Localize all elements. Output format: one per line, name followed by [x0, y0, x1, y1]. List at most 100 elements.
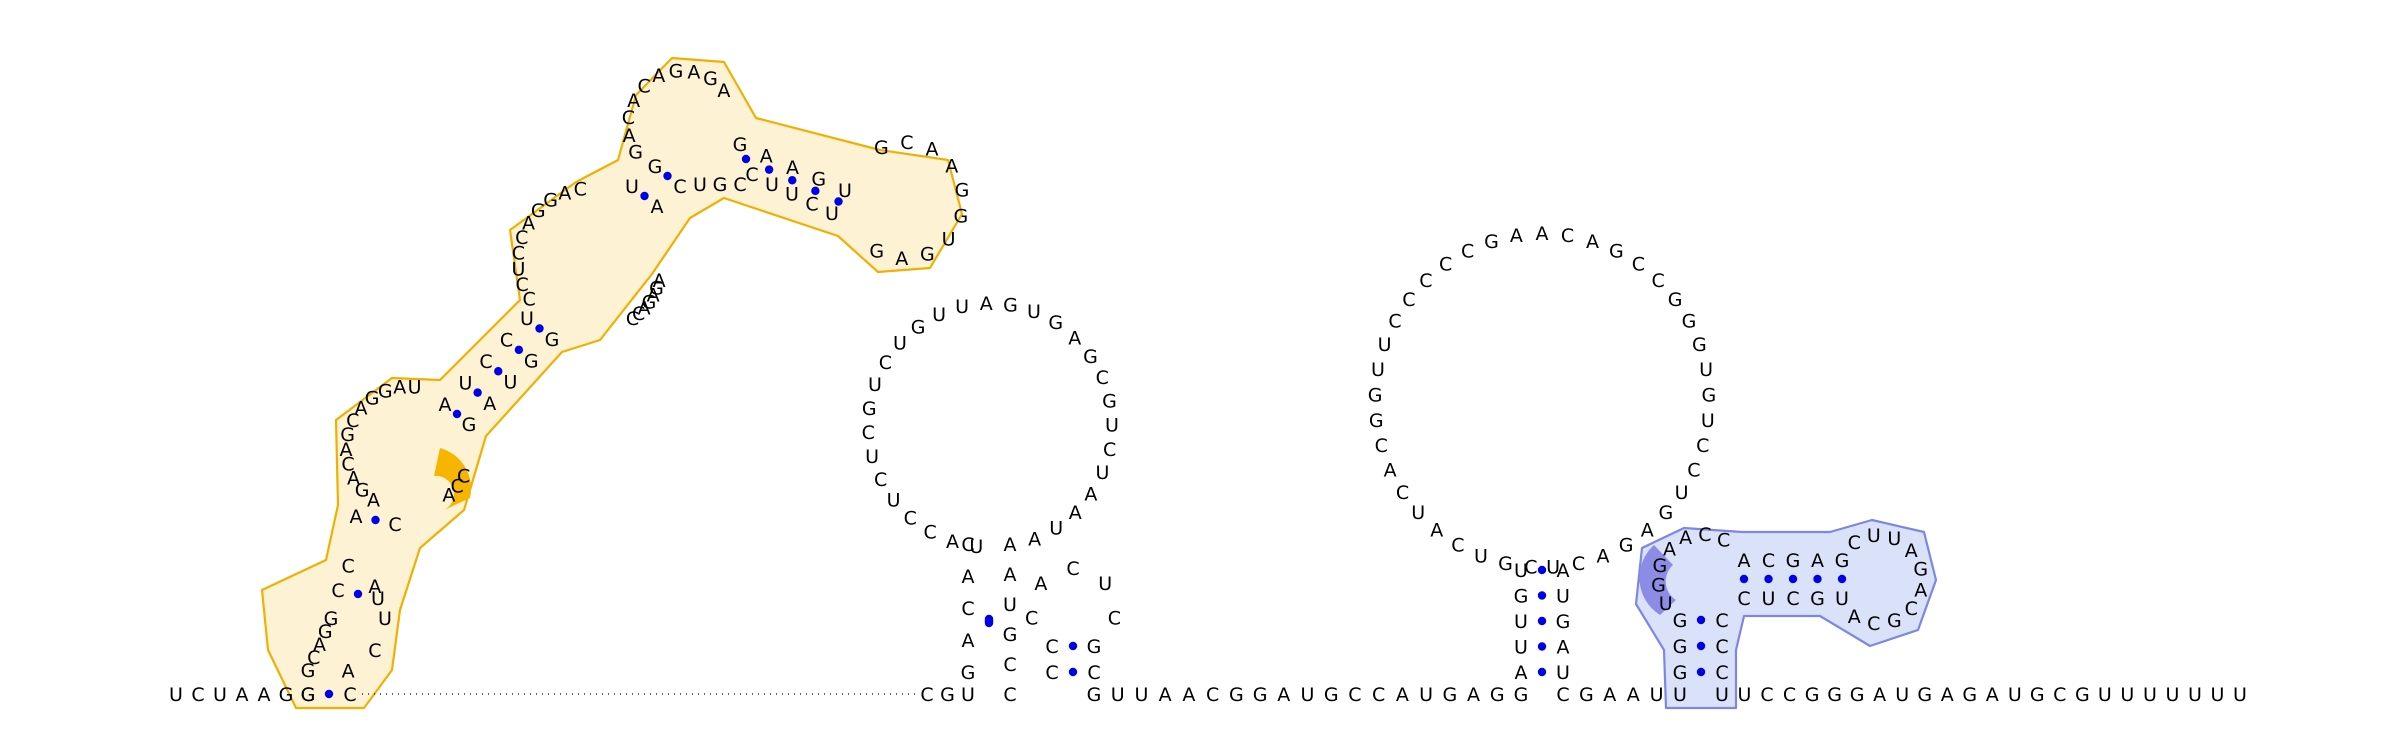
nucleotide-h1lp8: G: [862, 398, 877, 420]
nucleotide-h1s30: C: [1003, 684, 1016, 706]
nucleotide-d1h5b2: U: [785, 184, 799, 206]
nucleotide-d1l35: A: [522, 213, 535, 235]
nucleotide-h1lp3: C: [904, 507, 917, 529]
nucleotide-d2hp6: C: [1905, 598, 1918, 620]
nucleotide-d2hb0: C: [1737, 588, 1750, 610]
nucleotide-h3lp6: C: [1396, 482, 1409, 504]
nucleotide-d1l10: A: [342, 661, 355, 683]
nucleotide-d2ha4: G: [1835, 550, 1850, 572]
nucleotide-d1l22: A: [347, 468, 360, 490]
nucleotide-h1lp24: C: [1103, 439, 1116, 461]
nucleotide-h3lp12: U: [1378, 334, 1392, 356]
nucleotide-d1l51: C: [900, 132, 913, 154]
nucleotide-h1lp25: U: [1096, 462, 1110, 484]
nucleotide-f30: U: [1715, 684, 1729, 706]
base-pair-21: [1068, 641, 1078, 651]
nucleotide-h3lp15: C: [1419, 270, 1432, 292]
nucleotide-d1l3b2: A: [638, 297, 651, 319]
nucleotide-d1h3a2: C: [479, 351, 492, 373]
nucleotide-d1l59: G: [869, 241, 884, 263]
nucleotide-h2lp0: C: [1025, 607, 1038, 629]
nucleotide-h3lp18: G: [1484, 231, 1499, 253]
nucleotide-f36: G: [1850, 684, 1865, 706]
nucleotide-d2hp5: A: [1914, 579, 1927, 601]
nucleotide-lk218: G: [1514, 684, 1529, 706]
nucleotide-h3lp38: A: [1597, 545, 1610, 567]
nucleotide-h3lp14: C: [1402, 289, 1415, 311]
nucleotide-d1h2b0: U: [371, 588, 385, 610]
nucleotide-h1lp7: C: [862, 422, 875, 444]
nucleotide-d2lp0: U: [1659, 593, 1673, 615]
nucleotide-h1lp9: U: [868, 374, 882, 396]
domain-2-emphasis: [1639, 545, 1676, 615]
nucleotide-lk28: A: [1277, 684, 1290, 706]
nucleotide-d1l21: G: [355, 480, 370, 502]
nucleotide-d1l46: G: [669, 60, 684, 82]
nucleotide-h1lp27: A: [1069, 502, 1082, 524]
nucleotide-d1q52: A: [313, 634, 326, 656]
nucleotide-f315: C: [2053, 684, 2066, 706]
nucleotide-h3s54: U: [1514, 560, 1528, 582]
nucleotide-h2lp4: C: [1108, 607, 1121, 629]
nucleotide-d2hp3: A: [1905, 540, 1918, 562]
nucleotide-h1lp23: U: [1105, 415, 1119, 437]
nucleotide-d1l12: U: [378, 608, 392, 630]
nucleotide-d1l43: A: [627, 90, 640, 112]
nucleotide-h1s54: C: [961, 534, 974, 556]
nucleotide-h3lp27: G: [1682, 311, 1697, 333]
nucleotide-d1l54: G: [955, 179, 970, 201]
nucleotide-d1l42: C: [622, 107, 635, 129]
nucleotide-d1h3a3: C: [500, 330, 513, 352]
nucleotide-d1l210: A: [393, 377, 406, 399]
nucleotide-f323: U: [2233, 684, 2247, 706]
nucleotide-d1l41: A: [623, 125, 636, 147]
nucleotide-lk213: A: [1396, 684, 1409, 706]
nucleotide-lk29: U: [1301, 684, 1315, 706]
base-pair-0: [324, 689, 334, 699]
base-pair-12: [788, 176, 797, 185]
nucleotide-d1l3b3: G: [642, 291, 657, 313]
base-pair-34: [1837, 574, 1847, 584]
nucleotide-f310: A: [1941, 684, 1954, 706]
nucleotide-h3lp30: G: [1702, 384, 1717, 406]
nucleotide-h3lp2: U: [1474, 545, 1488, 567]
nucleotide-f39: G: [1917, 684, 1932, 706]
nucleotide-f313: U: [2008, 684, 2022, 706]
nucleotide-lk35: U: [1673, 684, 1687, 706]
nucleotide-lk217: G: [1490, 684, 1505, 706]
base-pair-5: [494, 367, 503, 376]
nucleotide-h3lp3: C: [1451, 534, 1464, 556]
nucleotide-h1lp4: U: [887, 490, 901, 512]
nucleotide-h3lp16: C: [1439, 254, 1452, 276]
base-pair-27: [1696, 667, 1706, 677]
nucleotide-d1l28: G: [365, 387, 380, 409]
nucleotide-h1lp10: C: [879, 352, 892, 374]
nucleotide-d1l20: A: [367, 489, 380, 511]
nucleotide-h3lp35: G: [1658, 502, 1673, 524]
nucleotide-h3lp19: A: [1510, 225, 1523, 247]
nucleotide-d2s52: G: [1673, 610, 1688, 632]
nucleotide-d1h5a4: U: [838, 180, 852, 202]
nucleotide-d1l58: A: [895, 248, 908, 270]
nucleotide-f53: A: [236, 684, 249, 706]
nucleotide-d1l2b0: A: [442, 485, 455, 507]
nucleotide-d2lp1: G: [1651, 575, 1666, 597]
nucleotide-lk22: U: [1134, 684, 1148, 706]
nucleotide-h1lp5: C: [874, 469, 887, 491]
nucleotide-h3lp29: U: [1699, 359, 1713, 381]
nucleotide-d1l23: C: [341, 454, 354, 476]
base-pair-25: [1537, 591, 1547, 600]
nucleotide-h1s35: A: [1004, 534, 1017, 556]
nucleotide-lk21: U: [1111, 684, 1125, 706]
nucleotide-d1h5b1: U: [765, 174, 779, 196]
nucleotide-h3lp39: C: [1572, 553, 1585, 575]
nucleotide-d1h5a2: A: [786, 157, 799, 179]
nucleotide-d2s51: G: [1673, 636, 1688, 658]
nucleotide-h2s50: C: [1045, 662, 1058, 684]
nucleotide-h3lp4: A: [1430, 520, 1443, 542]
nucleotide-h3lp8: C: [1375, 435, 1388, 457]
nucleotide-lk24: A: [1182, 684, 1195, 706]
base-pair-24: [1537, 616, 1547, 626]
base-pair-11: [764, 165, 774, 174]
